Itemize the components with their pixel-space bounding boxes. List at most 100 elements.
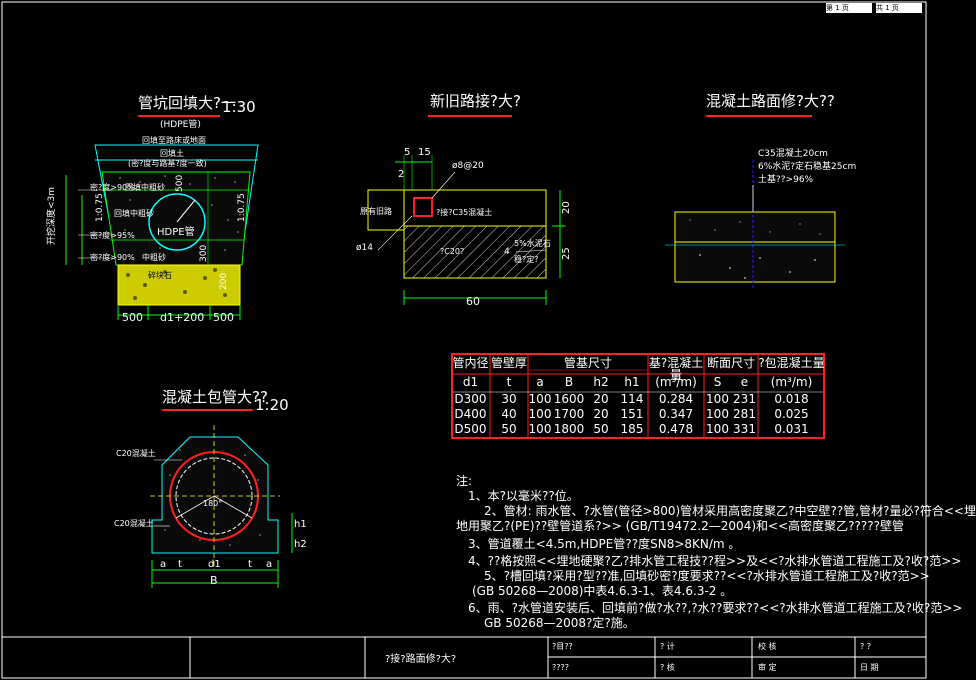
title-block-grid (2, 636, 926, 678)
joint-rebar-label: ø8@20 (452, 161, 484, 171)
repair-title: 混凝土路面修?大?? (706, 92, 835, 110)
table-header-d1: 管内径 (452, 356, 489, 370)
table-cell: 50 (501, 422, 517, 436)
table-cell: 0.031 (774, 422, 809, 436)
table-cell: 40 (501, 407, 517, 421)
table-sub-unit2: (m³/m) (770, 375, 813, 389)
table-sub-B: B (564, 375, 574, 389)
table-cell: 100 (528, 422, 552, 436)
table-sub-t: t (506, 375, 512, 389)
table-sub-a: a (536, 375, 544, 389)
table-header-t: 管壁厚 (490, 356, 527, 370)
note-line: 2、管材: 雨水管、?水管(管径>800)管材采用高密度聚乙?中空壁??管,管材… (484, 504, 976, 518)
table-cell: 30 (501, 392, 517, 406)
repair-label-1: C35混凝土20cm (758, 149, 828, 159)
drawing-frame (1, 1, 927, 679)
joint-cement-label: 5%水泥石 (514, 239, 551, 248)
joint-dim-15: 15 (418, 147, 431, 158)
pit-section (65, 115, 259, 320)
titleblock-cell: ???? (552, 663, 569, 672)
pit-backfill (101, 171, 251, 266)
encase-label-c20-bottom: C20混凝土 (114, 519, 154, 528)
table-cell: D300 (454, 392, 487, 406)
titleblock-cell: 审 定 (758, 663, 777, 672)
encase-section (150, 409, 293, 588)
encase-scale: 1:20 (255, 396, 289, 414)
pit-label-sand-bottom: 中粗砂 (142, 253, 166, 262)
table-cell: 100 (706, 407, 729, 421)
cad-drawing-canvas (1, 1, 927, 679)
repair-label-3: 土基??>96% (758, 175, 814, 185)
table-header-wrap-vol: ?包混凝土量 (758, 356, 825, 370)
pit-label-sand-top: 回填中粗砂 (125, 183, 165, 192)
note-line: 6、雨、?水管道安装后、回填前?做?水??,?水??要求??<<?水排水管道工程… (468, 601, 963, 615)
encase-t-left: t (178, 559, 182, 570)
pit-title: 管坑回填大?一 (138, 94, 236, 112)
joint-new-label: ?接?C35混凝土 (436, 208, 493, 217)
table-cell: 231 (733, 392, 756, 406)
table-sub-e: e (740, 375, 749, 389)
pipe-spec-table (451, 353, 825, 439)
table-cell: 114 (620, 392, 644, 406)
joint-rebar-box (413, 197, 433, 217)
pit-label-slope-right: 1:0.75 (237, 193, 247, 222)
table-cell: 331 (733, 422, 756, 436)
pit-label-top: 回填至路床或地面 (142, 136, 206, 145)
joint-dim-4: 4 (504, 247, 510, 257)
table-cell: 20 (593, 407, 609, 421)
pit-label-density90b: 密?度>90% (90, 253, 135, 262)
titleblock-cell: 校 核 (758, 642, 777, 651)
repair-label-2: 6%水泥?定石稳基25cm (758, 162, 857, 172)
pit-label-v500: 500 (175, 174, 185, 192)
joint-c20-label: ?C20? (440, 247, 465, 256)
encase-t-right: t (248, 559, 252, 570)
titleblock-cell: 日 期 (860, 663, 879, 672)
pit-hdpe-pipe (148, 193, 206, 251)
titleblock-cell: ?目?? (552, 642, 573, 651)
table-sub-unit1: (m³/m) (655, 375, 697, 389)
titleblock-cell: ? 核 (660, 663, 675, 672)
encase-label-c20-top: C20混凝土 (116, 449, 156, 458)
page-total-label: 共 1 页 (876, 3, 922, 13)
encase-d1: d1 (208, 559, 221, 570)
table-cell: 0.347 (658, 407, 694, 421)
repair-concrete-layer (674, 211, 836, 243)
table-cell: D400 (454, 407, 487, 421)
note-line: (GB 50268—2008)中表4.6.3-1、表4.6.3-2 。 (472, 584, 733, 598)
pit-dim-500a: 500 (122, 311, 143, 324)
pit-label-backfill: 回填土 (160, 149, 184, 158)
pit-label-v200: 200 (219, 272, 229, 290)
joint-base-hatched (403, 225, 547, 279)
table-cell: 0.284 (658, 392, 694, 406)
table-sub-h2: h2 (593, 375, 609, 389)
joint-dim-2: 2 (398, 169, 405, 180)
encase-B: B (210, 574, 218, 587)
pit-label-density-note: (密?度与路基?度一致) (128, 159, 207, 168)
pit-subtitle: (HDPE管) (160, 120, 201, 130)
encase-angle: 180° (203, 499, 223, 508)
table-cell: 50 (593, 422, 609, 436)
pit-label-density90a: 密?度>90% (90, 183, 135, 192)
encase-h1: h1 (294, 519, 307, 530)
pit-label-depth: 开挖深度<3m (47, 186, 57, 245)
titleblock-drawing-name: ?接?路面修?大? (385, 654, 457, 665)
table-cell: 0.018 (774, 392, 809, 406)
encase-title: 混凝土包管大?? (162, 388, 268, 406)
joint-dim-5: 5 (404, 147, 411, 158)
pit-dim-middle: d1+200 (160, 311, 205, 324)
pit-label-gravel: 碎块石 (148, 271, 172, 280)
joint-title: 新旧路接?大? (430, 92, 521, 110)
note-line: GB 50268—2008?定?施。 (484, 616, 635, 630)
page-number-label: 第 1 页 (826, 3, 872, 13)
table-cell: 100 (706, 422, 729, 436)
joint-old-road-label: 原有旧路 (360, 207, 392, 216)
table-cell: 1600 (553, 392, 585, 406)
table-grid (451, 353, 825, 439)
titleblock-cell: ? 计 (660, 642, 675, 651)
pit-label-sand-mid: 回填中粗砂 (114, 209, 154, 218)
table-cell: 100 (528, 392, 552, 406)
encase-a-right: a (266, 559, 273, 570)
joint-w60: 60 (466, 295, 480, 308)
table-cell: 0.025 (774, 407, 809, 421)
table-cell: 1700 (553, 407, 585, 421)
